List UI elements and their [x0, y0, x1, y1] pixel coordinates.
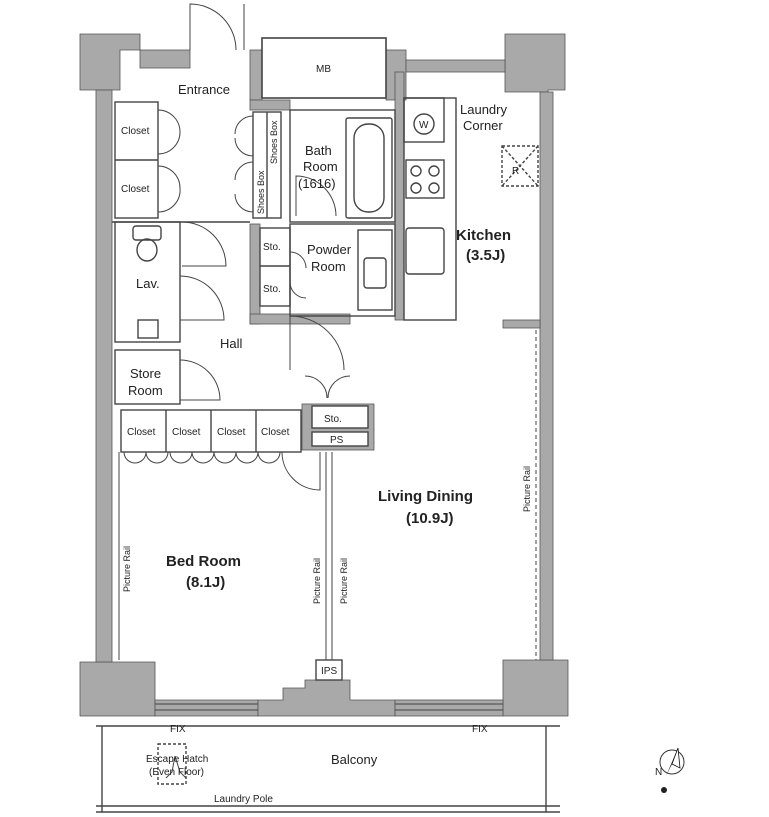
label-bath-line1: Bath — [305, 143, 332, 158]
label-escape-line1: Escape Hatch — [146, 754, 208, 765]
label-shoes-box-2: Shoes Box — [269, 120, 279, 164]
label-bath-line2: Room — [303, 159, 338, 174]
label-escape-line2: (Even Floor) — [149, 767, 204, 778]
label-living-line2: (10.9J) — [406, 510, 454, 527]
label-fix-2: FIX — [472, 724, 488, 735]
label-refrigerator: R — [512, 166, 519, 177]
label-store-line1: Store — [130, 366, 161, 381]
label-bath-line3: (1616) — [298, 176, 336, 191]
door-swings — [123, 3, 351, 779]
interior-partitions — [96, 37, 560, 813]
label-mb: MB — [316, 64, 331, 75]
label-lav: Lav. — [136, 276, 160, 291]
label-living-line1: Living Dining — [378, 488, 473, 505]
label-washer: W — [419, 120, 429, 131]
label-balcony: Balcony — [331, 752, 378, 767]
label-store-line2: Room — [128, 383, 163, 398]
label-closet-5: Closet — [217, 427, 246, 438]
label-closet-6: Closet — [261, 427, 290, 438]
north-arrow-icon: N — [655, 747, 685, 778]
north-label: N — [655, 767, 662, 778]
label-picture-rail-2: Picture Rail — [312, 558, 322, 604]
label-fix-1: FIX — [170, 724, 186, 735]
label-storage-1: Sto. — [263, 242, 281, 253]
label-closet-3: Closet — [127, 427, 156, 438]
label-ips: IPS — [321, 666, 337, 677]
label-powder-line1: Powder — [307, 242, 352, 257]
label-picture-rail-3: Picture Rail — [339, 558, 349, 604]
label-laundry-line1: Laundry — [460, 102, 507, 117]
label-closet-2: Closet — [121, 184, 150, 195]
label-storage-3: Sto. — [324, 414, 342, 425]
marker-dot — [661, 787, 667, 793]
label-picture-rail-4: Picture Rail — [522, 466, 532, 512]
label-bed-line1: Bed Room — [166, 553, 241, 570]
label-entrance: Entrance — [178, 82, 230, 97]
label-closet-4: Closet — [172, 427, 201, 438]
label-ps: PS — [330, 435, 344, 446]
room-labels: Entrance MB Laundry Corner W R Closet Cl… — [121, 64, 532, 805]
label-kitchen-line2: (3.5J) — [466, 247, 505, 264]
label-shoes-box-1: Shoes Box — [256, 170, 266, 214]
label-storage-2: Sto. — [263, 284, 281, 295]
label-kitchen-line1: Kitchen — [456, 227, 511, 244]
label-picture-rail-1: Picture Rail — [122, 546, 132, 592]
label-powder-line2: Room — [311, 259, 346, 274]
label-hall: Hall — [220, 336, 243, 351]
label-closet-1: Closet — [121, 126, 150, 137]
label-laundry-line2: Corner — [463, 118, 503, 133]
label-laundry-pole: Laundry Pole — [214, 794, 273, 805]
label-bed-line2: (8.1J) — [186, 574, 225, 591]
